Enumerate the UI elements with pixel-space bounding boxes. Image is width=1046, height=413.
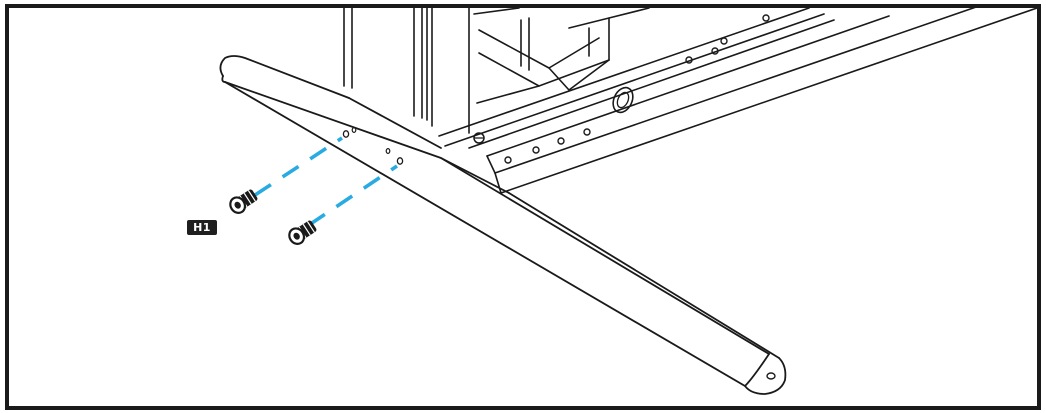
screw-icon [288, 220, 317, 245]
screw-icon [229, 189, 258, 214]
upper-bracket [473, 8, 650, 104]
alignment-guides [254, 136, 399, 227]
part-label-badge: H1 [187, 220, 217, 235]
foot-base [219, 55, 787, 395]
crossbar-rail [438, 8, 1037, 194]
vertical-column [343, 8, 470, 134]
illustration-frame: H1 [5, 4, 1041, 410]
guide-line-lower [307, 164, 399, 227]
guide-line-upper [254, 136, 343, 197]
assembly-diagram [219, 8, 1037, 395]
